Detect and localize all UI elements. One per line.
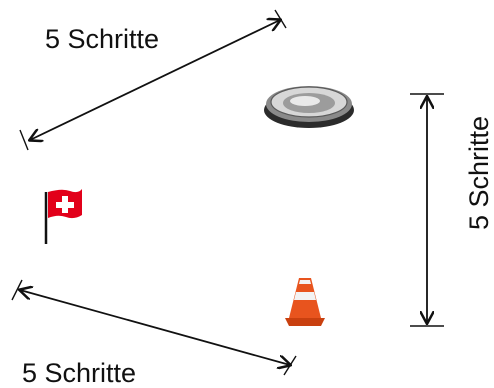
bottom-distance-arrow bbox=[11, 279, 297, 376]
right-distance-arrow bbox=[410, 93, 444, 327]
diagram bbox=[11, 9, 444, 376]
top-distance-arrow bbox=[19, 9, 287, 151]
swiss-flag-icon bbox=[44, 189, 82, 244]
bottom-distance-label: 5 Schritte bbox=[22, 358, 137, 388]
dog-bowl-icon bbox=[264, 86, 354, 128]
traffic-cone-icon bbox=[285, 278, 325, 326]
right-distance-label: 5 Schritte bbox=[464, 115, 494, 230]
top-distance-label: 5 Schritte bbox=[45, 24, 160, 54]
